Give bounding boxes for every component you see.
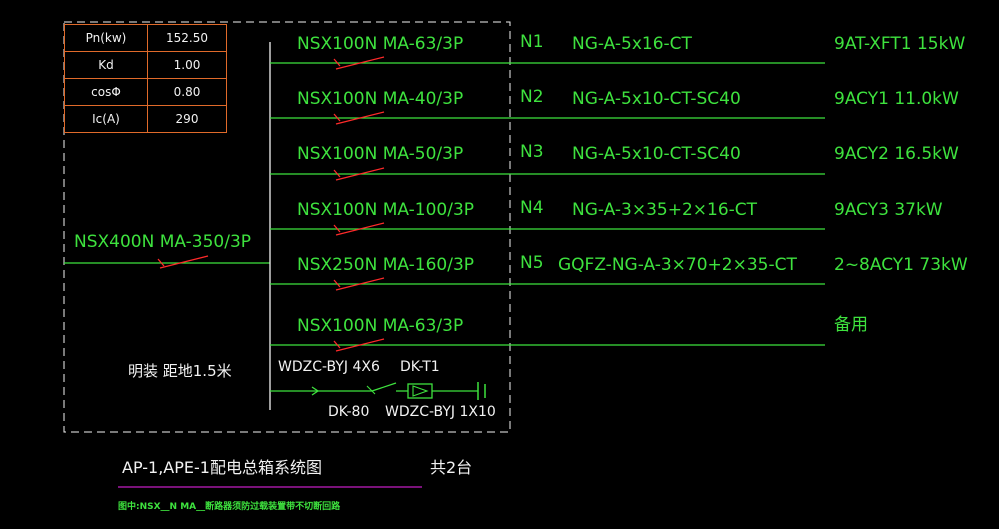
circuit-cable: NG-A-5x16-CT: [572, 34, 692, 54]
circuit-breaker-mark: [333, 224, 341, 233]
incoming-breaker-label: NSX400N MA-350/3P: [74, 232, 252, 252]
circuit-id: N3: [520, 142, 544, 162]
param-value: 152.50: [147, 24, 227, 52]
surge-arrow-b: [311, 390, 319, 396]
quantity-label: 共2台: [430, 458, 473, 477]
surge-arrow: [311, 386, 319, 392]
circuit-cable: GQFZ-NG-A-3×70+2×35-CT: [558, 255, 797, 275]
surge-switch-blade: [371, 382, 397, 392]
circuit-load: 9ACY2 16.5kW: [834, 144, 959, 164]
incoming-breaker-mark: [157, 258, 165, 267]
surge-switch-x: [366, 385, 376, 395]
enclosure-border: [63, 21, 511, 433]
param-label: Pn(kw): [64, 24, 148, 52]
circuit-id: N4: [520, 198, 544, 218]
surge-device-label: DK-T1: [400, 359, 440, 375]
param-value: 0.80: [147, 78, 227, 106]
circuit-breaker-label: NSX100N MA-100/3P: [297, 200, 475, 220]
circuit-id: N2: [520, 87, 544, 107]
circuit-breaker-label: NSX100N MA-50/3P: [297, 144, 464, 164]
circuit-breaker-symbol: [335, 167, 385, 181]
surge-cable-bottom: WDZC-BYJ 1X10: [385, 404, 496, 420]
circuit-cable: NG-A-3×35+2×16-CT: [572, 200, 758, 220]
circuit-breaker-symbol: [335, 338, 385, 352]
circuit-breaker-symbol: [335, 222, 385, 236]
table-row: Pn(kw)152.50: [64, 24, 227, 52]
param-label: Kd: [64, 51, 148, 79]
circuit-id: N1: [520, 32, 544, 52]
circuit-id: N5: [520, 253, 544, 273]
circuit-breaker-symbol: [335, 111, 385, 125]
circuit-breaker-mark: [333, 340, 341, 349]
circuit-breaker-symbol: [335, 56, 385, 70]
param-value: 290: [147, 105, 227, 133]
circuit-breaker-label: NSX100N MA-63/3P: [297, 34, 464, 54]
circuit-load: 2~8ACY1 73kW: [834, 255, 968, 275]
circuit-breaker-mark: [333, 169, 341, 178]
param-value: 1.00: [147, 51, 227, 79]
surge-cable-top: WDZC-BYJ 4X6: [278, 359, 380, 375]
surge-switch-label: DK-80: [328, 404, 370, 420]
param-label: Ic(A): [64, 105, 148, 133]
param-label: cosΦ: [64, 78, 148, 106]
circuit-breaker-label: NSX250N MA-160/3P: [297, 255, 475, 275]
incoming-breaker-symbol: [159, 255, 209, 269]
table-row: Ic(A)290: [64, 105, 227, 133]
install-note: 明装 距地1.5米: [128, 362, 232, 380]
surge-device-arrow: [412, 385, 429, 397]
circuit-cable: NG-A-5x10-CT-SC40: [572, 144, 741, 164]
circuit-load: 9ACY3 37kW: [834, 200, 943, 220]
circuit-breaker-label: NSX100N MA-40/3P: [297, 89, 464, 109]
diagram-title: AP-1,APE-1配电总箱系统图: [122, 458, 322, 477]
circuit-breaker-label: NSX100N MA-63/3P: [297, 316, 464, 336]
circuit-breaker-mark: [333, 58, 341, 67]
circuit-breaker-symbol: [335, 277, 385, 291]
circuit-load: 备用: [834, 315, 868, 335]
footnote: 图中:NSX__N MA__断路器须防过载装置带不切断回路: [118, 502, 341, 512]
circuit-load: 9ACY1 11.0kW: [834, 89, 959, 109]
circuit-load: 9AT-XFT1 15kW: [834, 34, 966, 54]
circuit-breaker-mark: [333, 279, 341, 288]
circuit-breaker-mark: [333, 113, 341, 122]
circuit-cable: NG-A-5x10-CT-SC40: [572, 89, 741, 109]
